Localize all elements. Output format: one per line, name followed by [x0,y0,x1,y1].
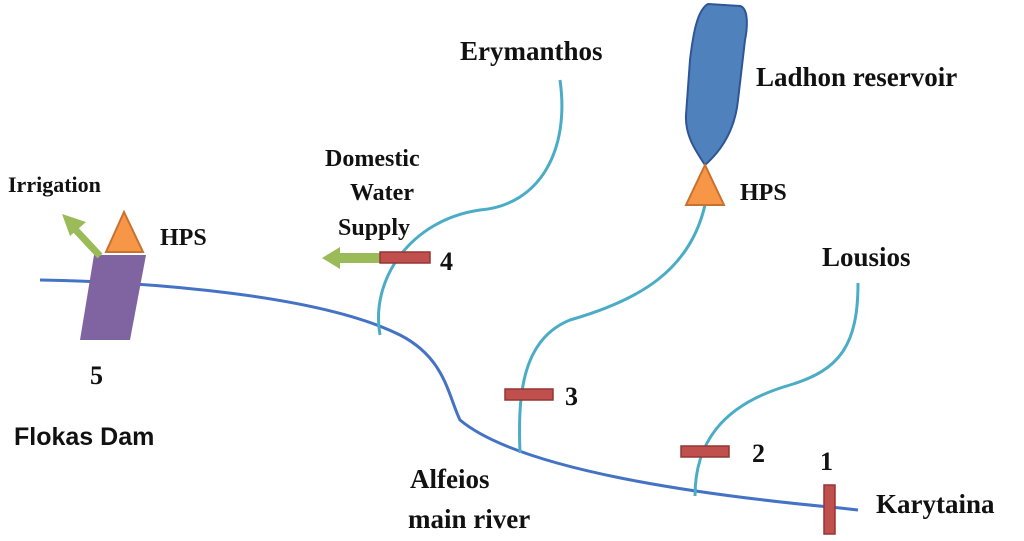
ladhon-hps-label: HPS [740,180,787,206]
domestic-supply-arrow-icon [322,247,380,269]
station-3-bar [504,388,554,401]
alfeios-label-line2: main river [408,504,530,534]
station-4-bar [379,251,431,264]
erymanthos-label: Erymanthos [460,36,603,66]
station-4-number: 4 [440,247,453,276]
domestic-label-line2: Water [350,180,414,206]
station-2-number: 2 [752,439,765,468]
station-1-number: 1 [820,447,833,476]
lousios-tributary [693,282,860,497]
domestic-label-line3: Supply [338,215,410,241]
station-2-bar [680,445,730,458]
domestic-label-line1: Domestic [325,146,420,172]
irrigation-label: Irrigation [8,172,101,197]
irrigation-arrow-icon [62,214,103,259]
station-1-bar [823,484,836,535]
flokas-dam-label: Flokas Dam [14,423,154,451]
ladhon-tributary [518,204,707,454]
ladhon-reservoir-shape [684,2,748,167]
flokas-hps-icon [104,209,145,253]
ladhon-reservoir-label: Ladhon reservoir [756,62,957,92]
karytaina-label: Karytaina [876,489,995,519]
lousios-label: Lousios [822,242,911,272]
flokas-hps-label: HPS [160,225,207,251]
flokas-dam-shape [80,255,146,340]
alfeios-main-river [39,278,859,512]
alfeios-label-line1: Alfeios [410,464,489,494]
erymanthos-tributary [377,79,564,336]
ladhon-hps-icon [684,162,726,206]
station-5-number: 5 [90,361,103,390]
station-3-number: 3 [565,382,578,411]
